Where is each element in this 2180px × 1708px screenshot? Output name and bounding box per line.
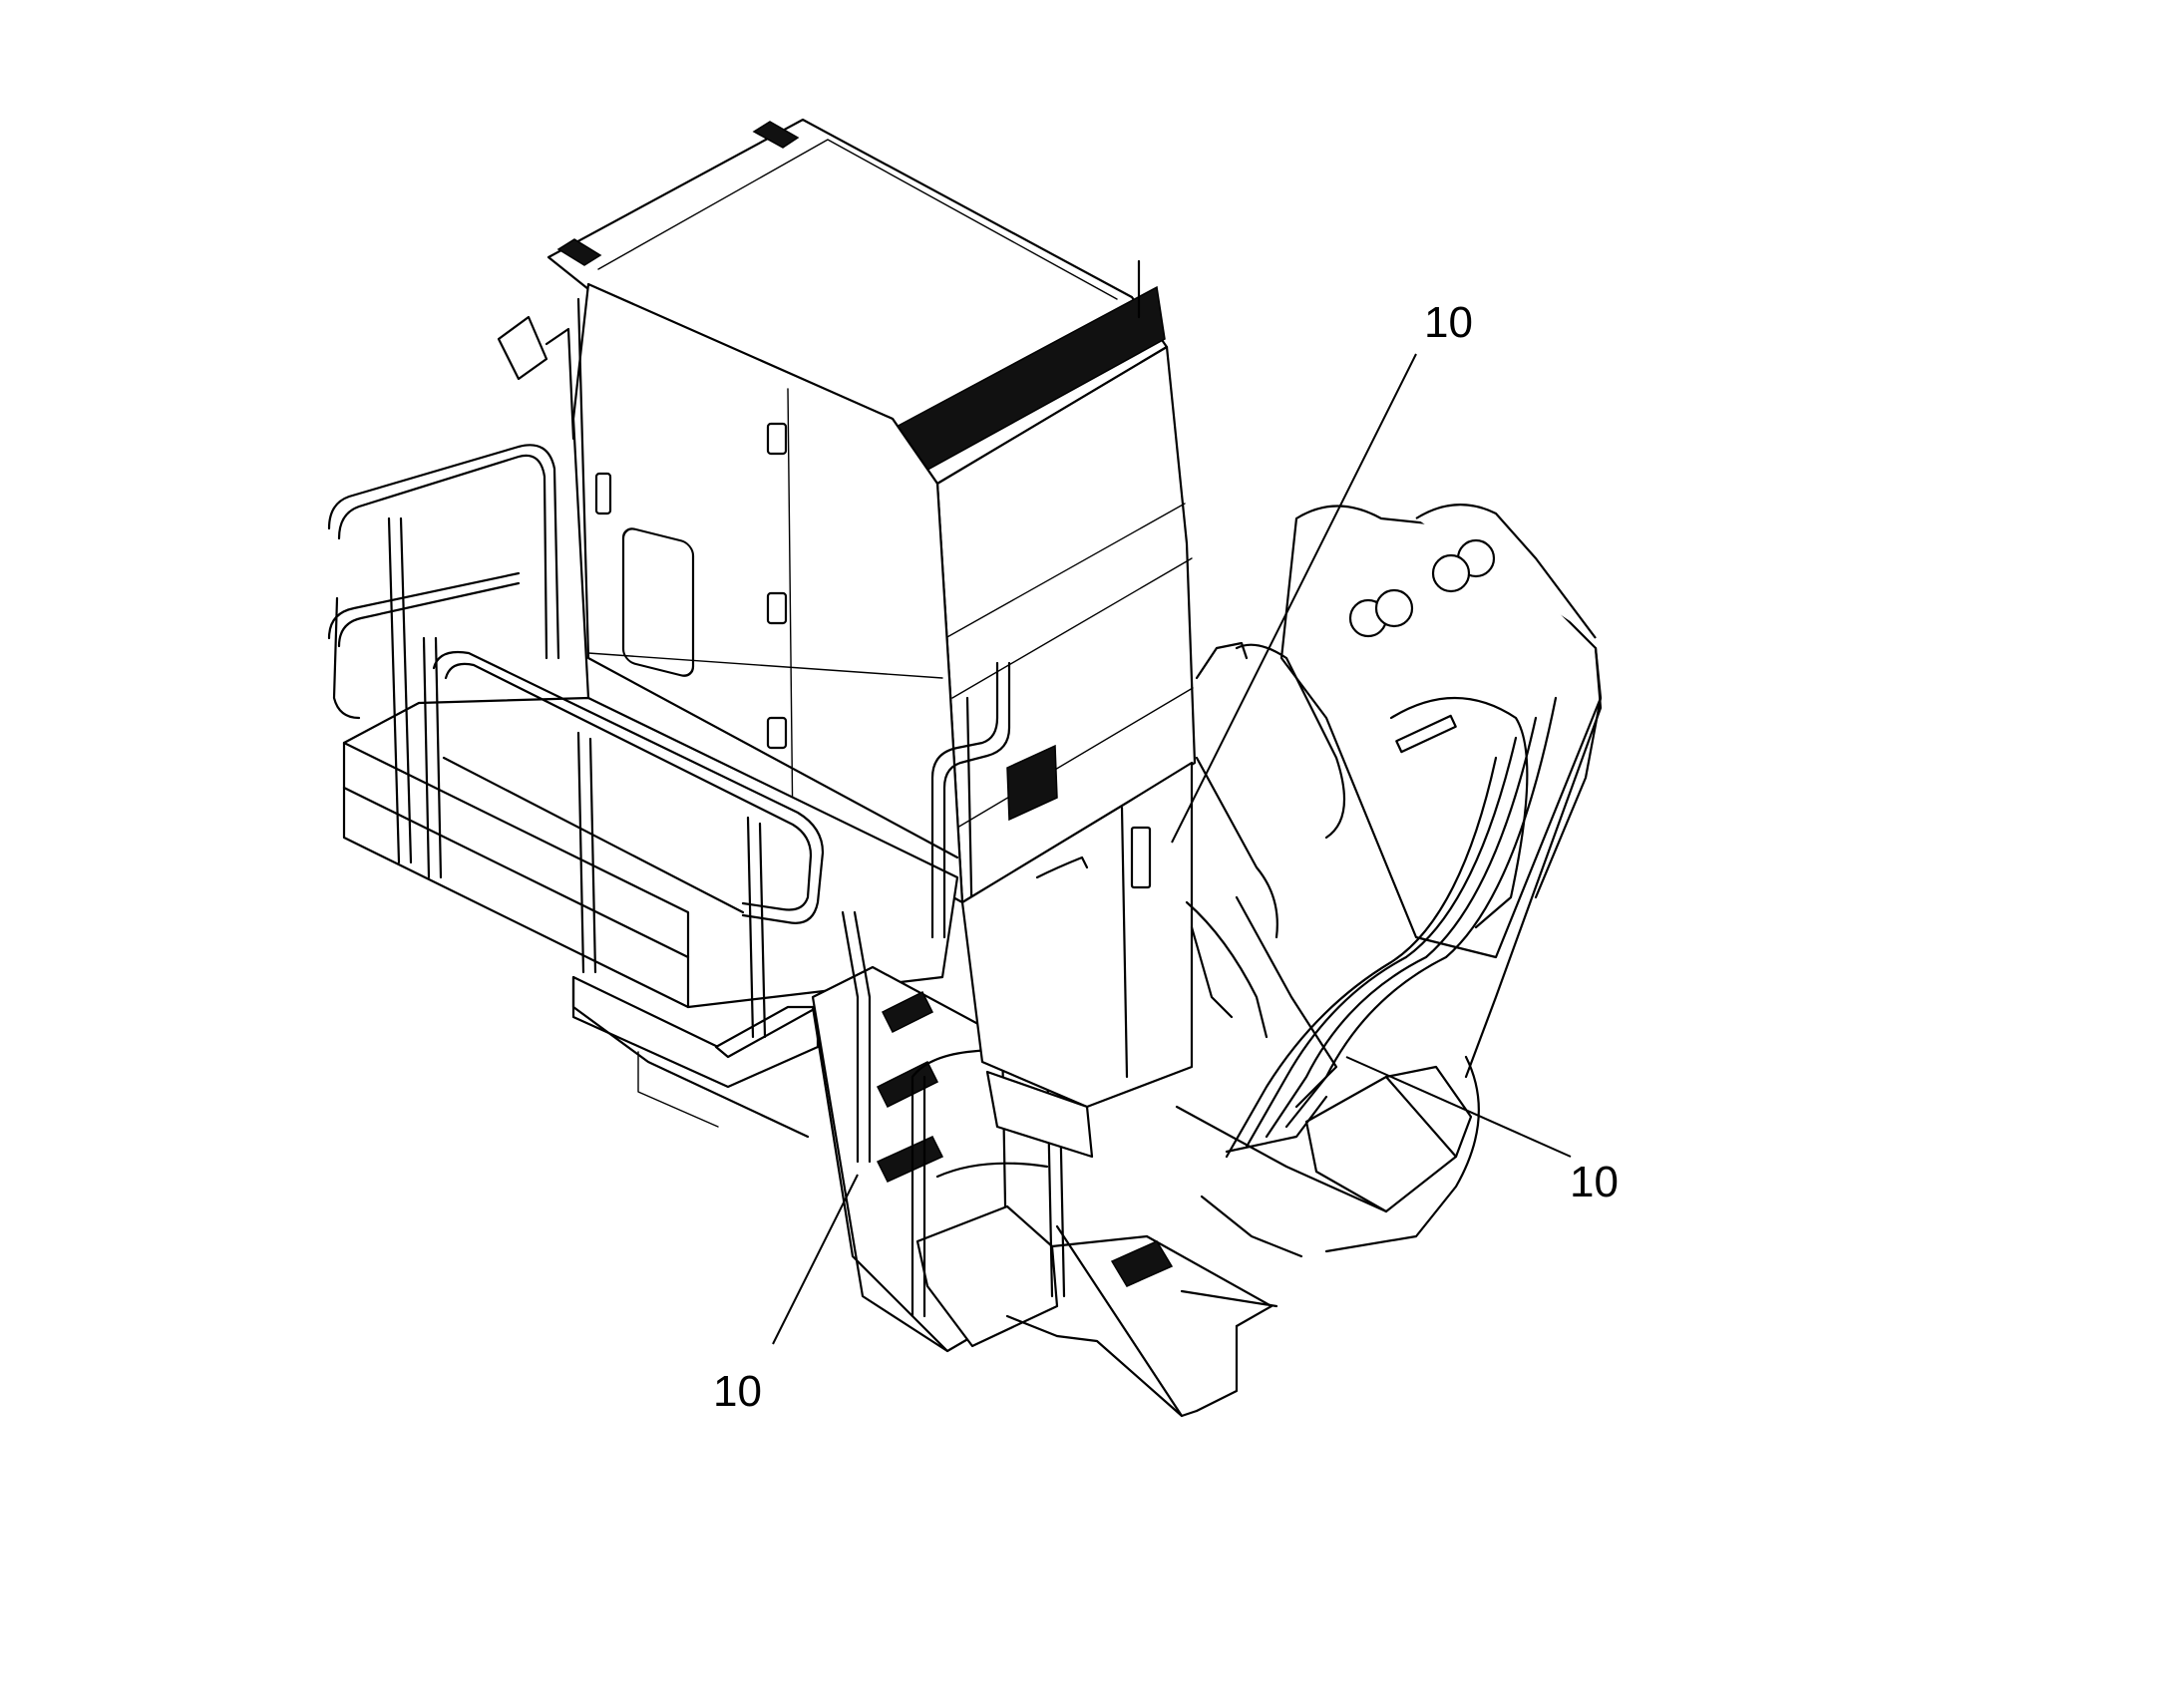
handrail-left — [327, 444, 560, 879]
callout-label-upper-right: 10 — [1424, 298, 1473, 347]
access-stairs — [811, 910, 1074, 1353]
side-mirror — [497, 315, 575, 441]
callout-label-lower-left: 10 — [713, 1367, 762, 1416]
platform-deck — [342, 696, 959, 1139]
callout-lower-left: 10 — [713, 1174, 859, 1416]
operator-cab — [497, 118, 1197, 904]
callout-right: 10 — [1345, 1056, 1619, 1206]
door-window — [621, 527, 695, 677]
callout-label-right: 10 — [1570, 1158, 1619, 1206]
callout-upper-right: 10 — [1171, 298, 1473, 844]
lower-walkway — [1005, 1224, 1278, 1418]
side-vent — [1006, 744, 1058, 822]
rear-cabinet — [960, 761, 1194, 1159]
chassis-frame — [1175, 504, 1603, 1258]
handrail-front — [432, 650, 825, 1039]
